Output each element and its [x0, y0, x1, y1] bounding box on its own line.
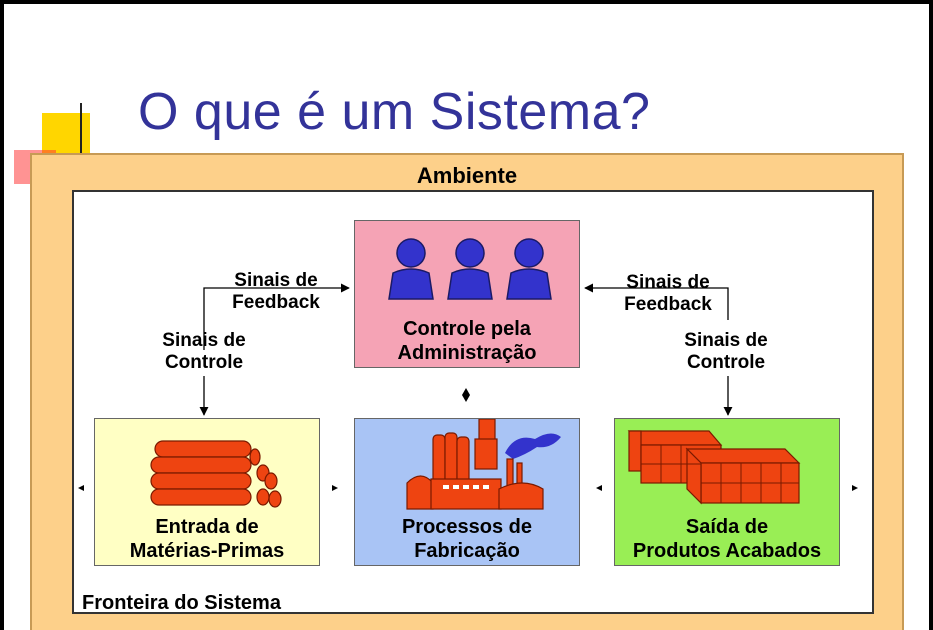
finished-products-output-box: Saída de Produtos Acabados	[614, 418, 840, 566]
bricks-icon	[627, 430, 801, 505]
environment-label: Ambiente	[416, 163, 518, 188]
pipes-icon	[150, 440, 282, 508]
people-icon	[388, 238, 552, 300]
slide-title: O que é um Sistema?	[138, 83, 651, 141]
boundary-label: Fronteira do Sistema	[82, 592, 281, 614]
raw-materials-input-box: Entrada de Matérias-Primas	[94, 418, 320, 566]
raw-materials-label: Entrada de Matérias-Primas	[129, 516, 285, 562]
management-control-label: Controle pela Administração	[397, 318, 537, 364]
management-control-box: Controle pela Administração	[354, 220, 580, 368]
factory-icon	[406, 419, 561, 510]
decorative-vertical-line	[80, 103, 82, 183]
manufacturing-process-label: Processos de Fabricação	[401, 516, 533, 562]
manufacturing-process-box: Processos de Fabricação	[354, 418, 580, 566]
finished-products-label: Saída de Produtos Acabados	[632, 516, 822, 562]
